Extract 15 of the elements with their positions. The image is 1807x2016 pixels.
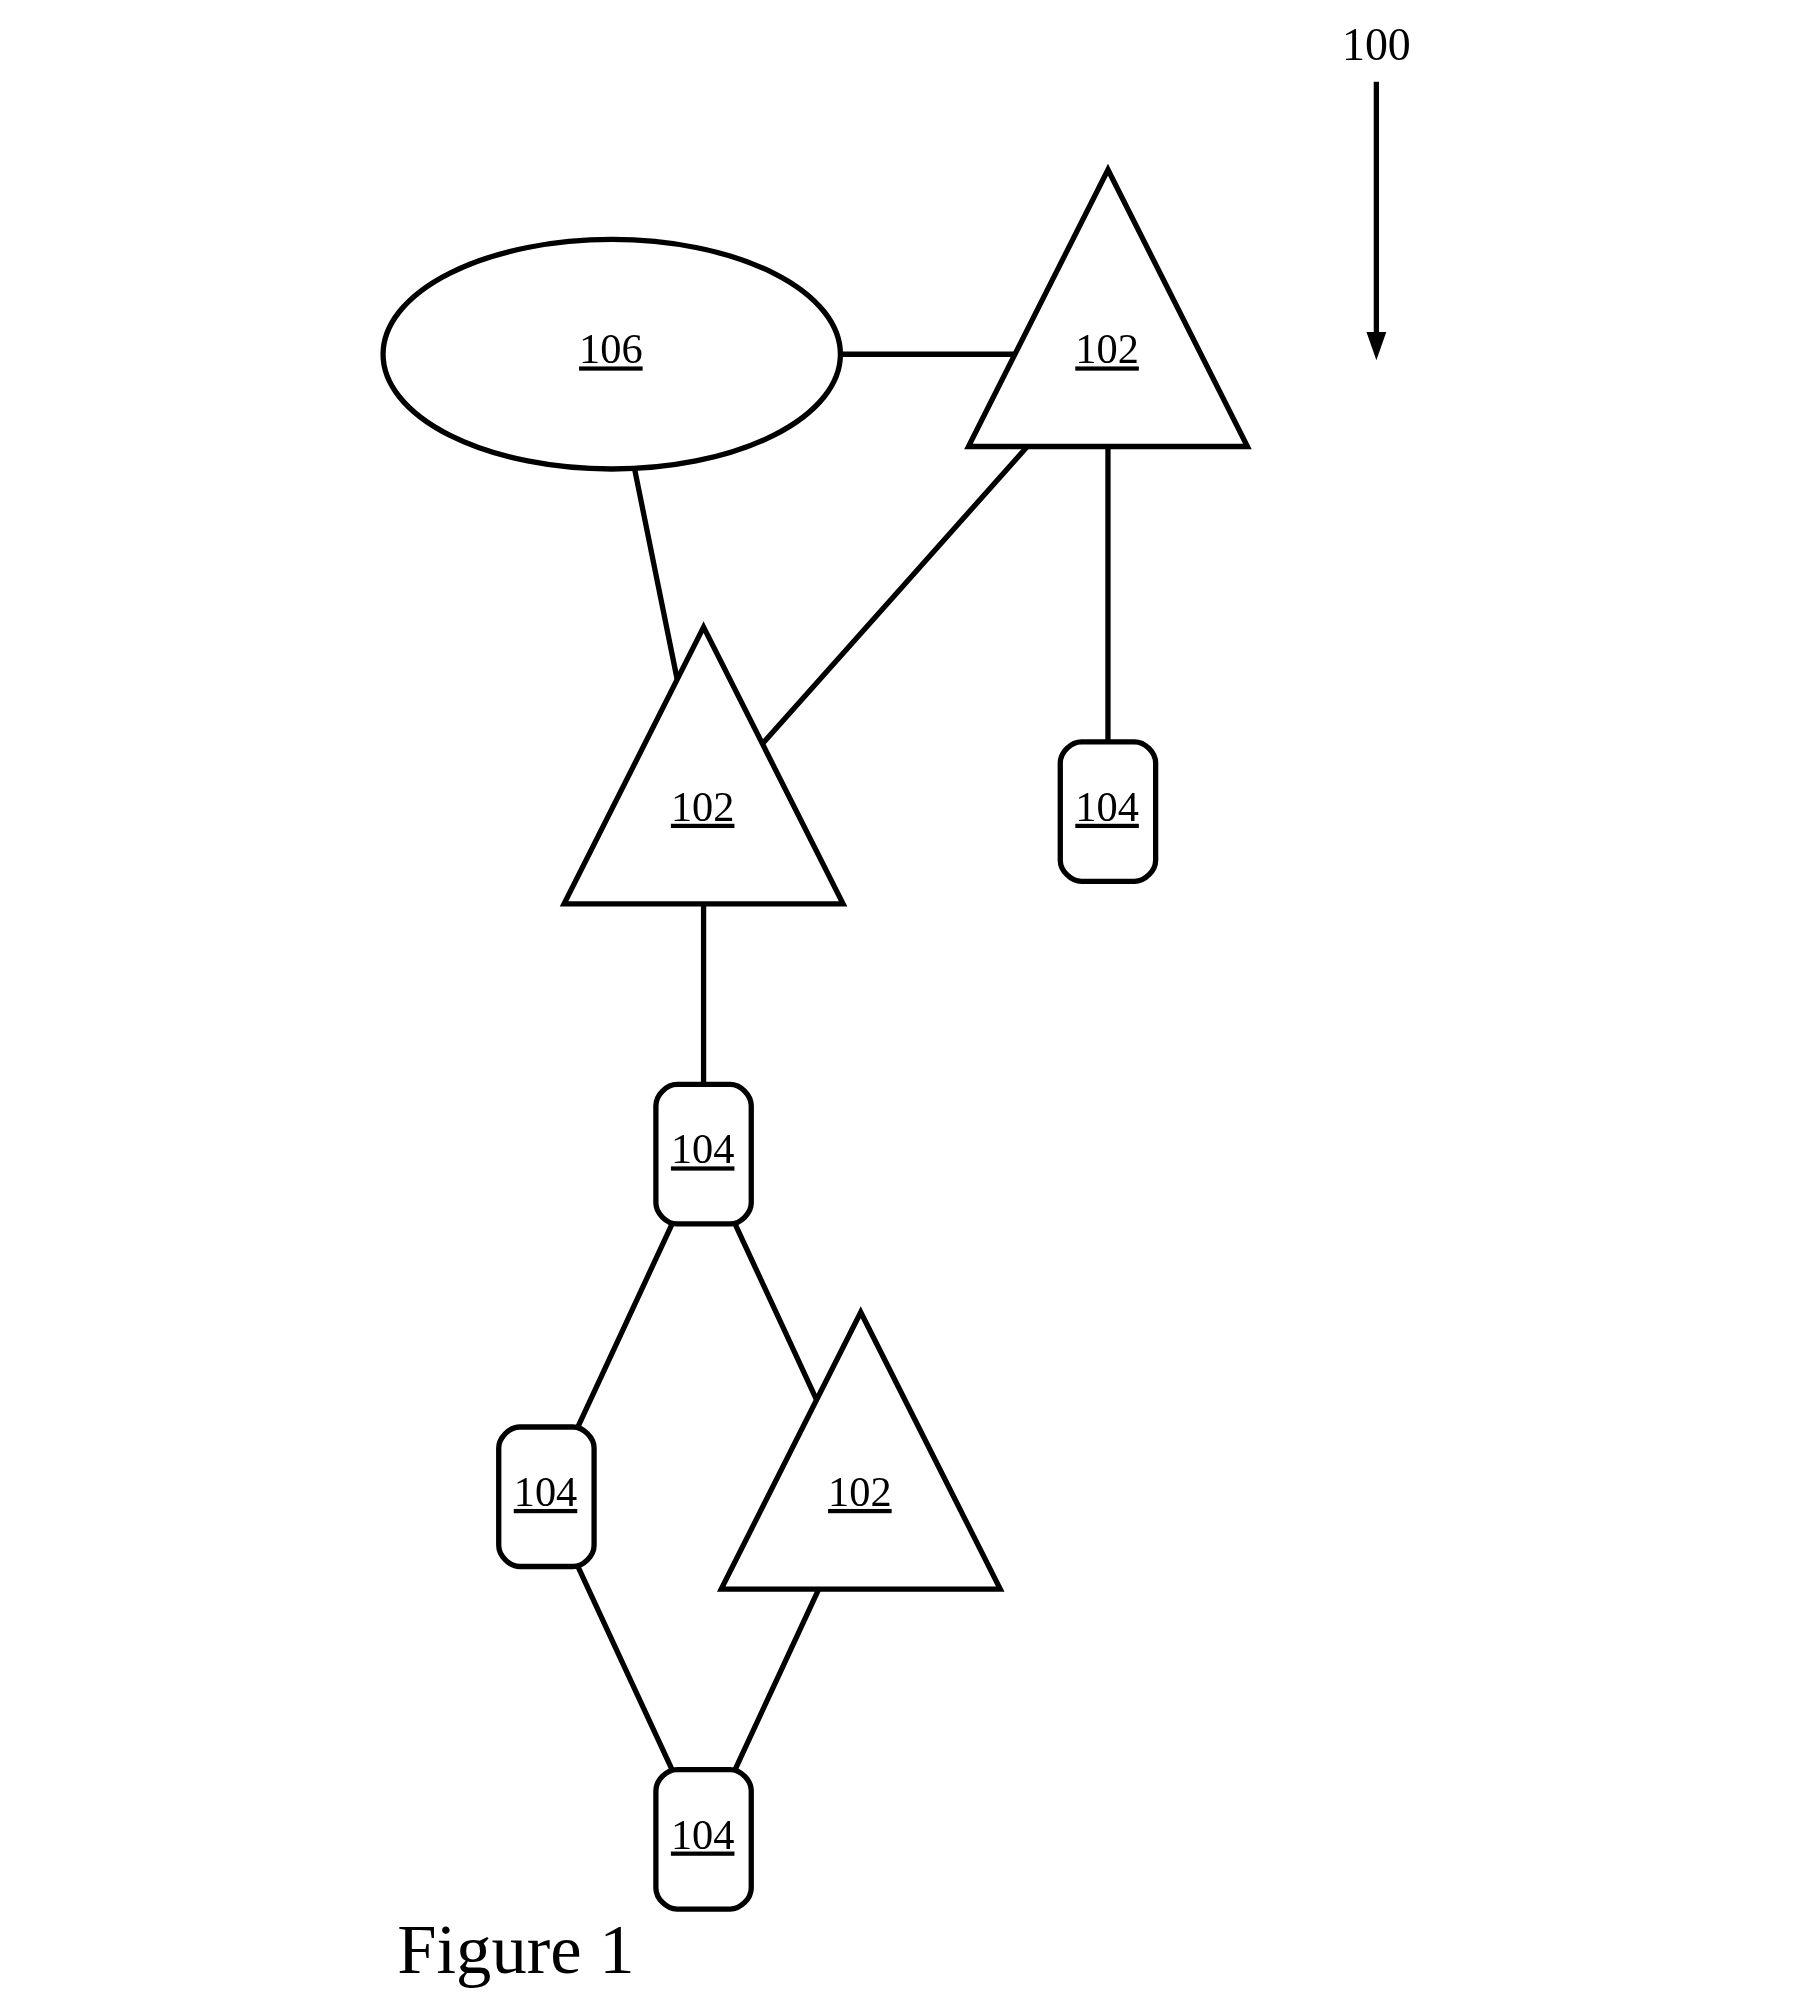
node-text: 100 [1341,18,1411,70]
node-box: 104 [652,1081,754,1227]
node-box: 104 [1057,738,1158,884]
node-box: 104 [652,1766,754,1912]
connector [732,1222,819,1401]
node-ellipse: 106 [379,236,843,472]
node-box: 104 [495,1423,597,1569]
connector [1104,446,1111,741]
caption: Figure 1 [396,1909,635,1988]
connector [631,467,680,680]
arrow [1365,81,1386,360]
connector [575,1222,674,1428]
connector [575,1565,674,1770]
connector [839,351,1014,357]
connector [700,903,706,1084]
